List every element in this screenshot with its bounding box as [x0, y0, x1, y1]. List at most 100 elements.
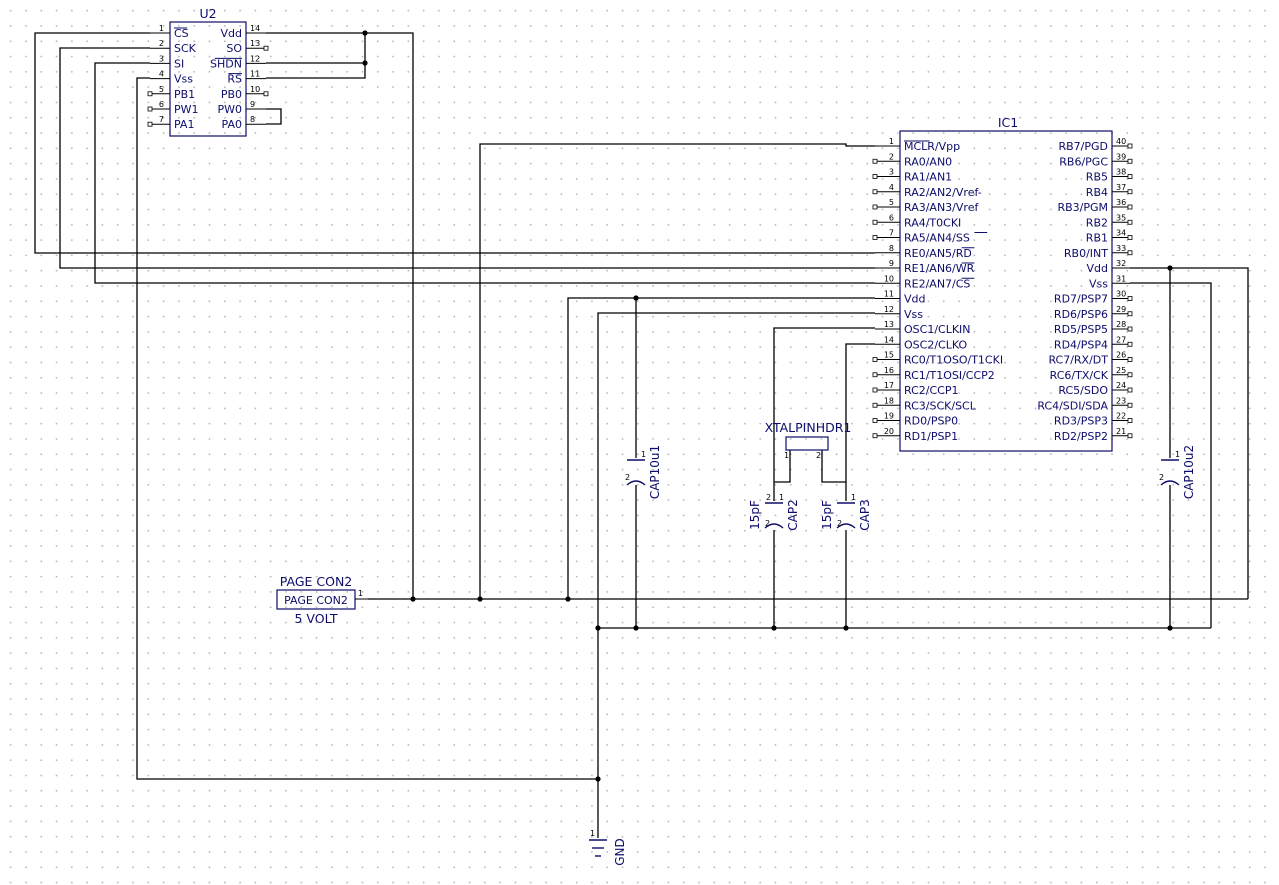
wires [34, 32, 1249, 838]
ic1-left-pin-16-label: RC1/T1OSI/CCP2 [904, 369, 995, 382]
ic1-left-pin-7-label: RA5/AN4/SS [904, 232, 970, 245]
ic1-right-pin-39-number: 39 [1116, 152, 1126, 161]
ic1-left-pin-18-label: RC3/SCK/SCL [904, 399, 977, 412]
ic1-left-pin-13-number: 13 [884, 320, 894, 329]
ic1-left-pin-8[interactable]: RE0/AN5/RD8 [875, 244, 972, 260]
ic1-left-pin-11-label: Vdd [904, 293, 926, 306]
xtal-header[interactable]: XTALPINHDR1 1 2 [765, 420, 852, 460]
u2-right-pin-8-label: PA0 [222, 118, 242, 131]
gnd-symbol[interactable]: 1 GND [589, 829, 627, 866]
ic1-left-pin-8-number: 8 [889, 244, 894, 253]
u2-left-pin-3-number: 3 [159, 54, 164, 63]
ic1-left-pins: MCLR/Vpp1RA0/AN02RA1/AN13RA2/AN2/Vref-4R… [872, 137, 1003, 443]
ic1-left-pin-17-label: RC2/CCP1 [904, 384, 958, 397]
ic1-left-pin-20-number: 20 [884, 427, 894, 436]
ic1-left-pin-6-label: RA4/T0CKI [904, 216, 961, 229]
ic1-component[interactable]: IC1 MCLR/Vpp1RA0/AN02RA1/AN13RA2/AN2/Vre… [872, 115, 1133, 452]
cap2-pin2: 2 [765, 519, 770, 528]
u2-left-pin-3[interactable]: SI3 [150, 54, 184, 70]
ic1-left-pin-1-number: 1 [889, 137, 894, 146]
ic1-right-pin-34-number: 34 [1116, 229, 1126, 238]
cap2[interactable]: 2 1 2 15pF CAP2 [748, 493, 800, 531]
u2-left-pin-4-number: 4 [159, 70, 164, 79]
ic1-left-pin-7[interactable]: RA5/AN4/SS7 [872, 229, 970, 245]
ic1-left-pin-11-number: 11 [884, 290, 894, 299]
ic1-left-pin-9[interactable]: RE1/AN6/WR9 [875, 259, 975, 275]
u2-left-pin-7-label: PA1 [174, 118, 194, 131]
ic1-right-pin-25-number: 25 [1116, 366, 1126, 375]
ic1-right-pin-23-number: 23 [1116, 396, 1126, 405]
ic1-left-pin-11[interactable]: Vdd 11 [875, 290, 926, 306]
cap10u1-pin2: 2 [625, 473, 630, 482]
cap2-pin1: 1 [779, 493, 784, 502]
ic1-right-pin-40-number: 40 [1116, 137, 1126, 146]
cap3[interactable]: 1 2 15pF CAP3 [820, 493, 872, 531]
cap10u2[interactable]: 1 2 CAP10u2 [1159, 445, 1196, 499]
cap3-pin2: 2 [837, 519, 842, 528]
xtal-pin1: 1 [784, 451, 789, 460]
cap10u1[interactable]: 1 2 CAP10u1 [625, 445, 662, 499]
u2-left-pin-1[interactable]: CS1 [150, 24, 189, 40]
page-con-pin: 1 [358, 589, 363, 598]
cap10u2-ref: CAP10u2 [1182, 445, 1196, 499]
page-connector[interactable]: PAGE CON2 PAGE CON2 5 VOLT 1 [276, 574, 368, 626]
ic1-right-pin-28-label: RD5/PSP5 [1054, 323, 1108, 336]
xtal-body [785, 436, 829, 451]
ic1-right-pin-24-label: RC5/SDO [1058, 384, 1108, 397]
ic1-right-pin-31-number: 31 [1116, 274, 1126, 283]
ic1-left-pin-15-number: 15 [884, 351, 894, 360]
ic1-left-pin-4[interactable]: RA2/AN2/Vref-4 [872, 183, 982, 199]
ic1-right-pin-27-number: 27 [1116, 335, 1126, 344]
